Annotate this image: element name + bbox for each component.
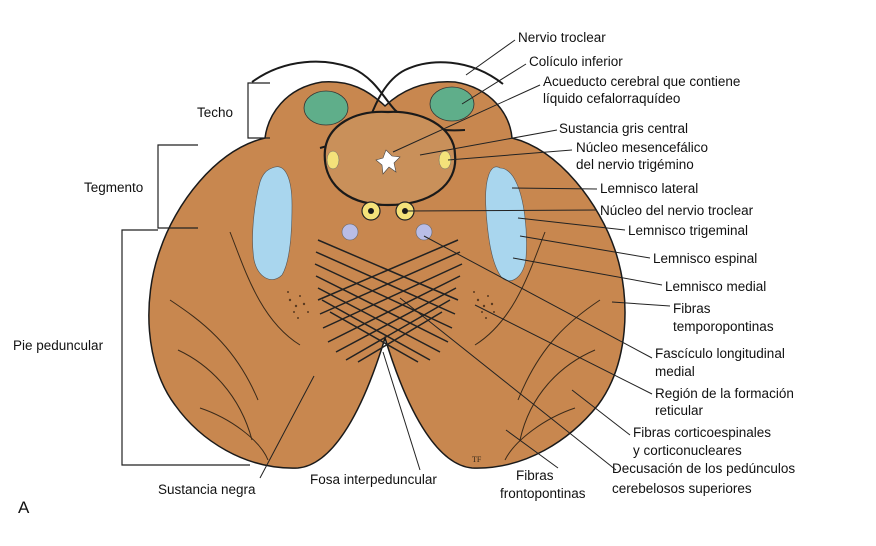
label-acueducto-1: Acueducto cerebral que contiene <box>543 74 741 89</box>
label-sustancia-negra: Sustancia negra <box>158 482 256 497</box>
label-coliculo-inferior: Colículo inferior <box>529 54 623 69</box>
label-decusacion-1: Decusación de los pedúnculos <box>612 461 796 476</box>
label-temporo-2: temporopontinas <box>673 319 774 334</box>
label-temporo-1: Fibras <box>673 301 711 316</box>
label-nervio-troclear: Nervio troclear <box>518 30 606 45</box>
label-cortico-1: Fibras corticoespinales <box>633 425 772 440</box>
label-fibras-fronto-1: Fibras <box>516 468 554 483</box>
panel-letter: A <box>18 498 30 517</box>
colliculus-right <box>429 86 475 122</box>
decussation-crosshatch <box>314 239 463 363</box>
lemniscus-right <box>485 166 527 282</box>
label-nucleo-mesencefalico-2: del nervio trigémino <box>576 157 694 172</box>
artist-mark: TF <box>472 455 482 464</box>
cerebral-aqueduct <box>375 149 401 175</box>
label-cortico-2: y corticonucleares <box>633 443 742 458</box>
label-lemnisco-espinal: Lemnisco espinal <box>653 251 758 266</box>
trochlear-nucleus-right-core <box>402 208 408 214</box>
label-lemnisco-trigeminal: Lemnisco trigeminal <box>628 223 749 238</box>
left-brackets <box>121 82 270 466</box>
label-techo: Techo <box>197 105 234 120</box>
trochlear-nucleus-left-core <box>368 208 374 214</box>
label-lemnisco-lateral: Lemnisco lateral <box>600 181 699 196</box>
pes-fiber-lines <box>169 231 601 461</box>
label-pie-peduncular: Pie peduncular <box>13 338 104 353</box>
label-fosa-interpeduncular: Fosa interpeduncular <box>310 472 437 487</box>
mesencephalic-nucleus-left <box>326 150 340 170</box>
label-decusacion-2: cerebelosos superiores <box>612 481 752 496</box>
label-acueducto-2: líquido cefalorraquídeo <box>543 91 681 106</box>
label-reticular-1: Región de la formación <box>655 386 794 401</box>
label-fasciculo-1: Fascículo longitudinal <box>655 346 785 361</box>
label-reticular-2: reticular <box>655 403 704 418</box>
label-nucleo-troclear: Núcleo del nervio troclear <box>600 203 754 218</box>
mlf-dot-right <box>415 223 433 241</box>
label-fibras-fronto-2: frontopontinas <box>500 486 586 501</box>
mlf-dot-left <box>341 223 359 241</box>
label-sustancia-gris: Sustancia gris central <box>559 121 689 136</box>
substantia-nigra-stipple <box>287 291 495 319</box>
label-tegmento: Tegmento <box>84 180 144 195</box>
label-nucleo-mesencefalico-1: Núcleo mesencefálico <box>576 140 709 155</box>
lemniscus-left <box>252 166 293 280</box>
label-fasciculo-2: medial <box>655 364 695 379</box>
colliculus-left <box>303 90 349 126</box>
leader-lines <box>259 39 671 479</box>
label-lemnisco-medial: Lemnisco medial <box>665 279 767 294</box>
